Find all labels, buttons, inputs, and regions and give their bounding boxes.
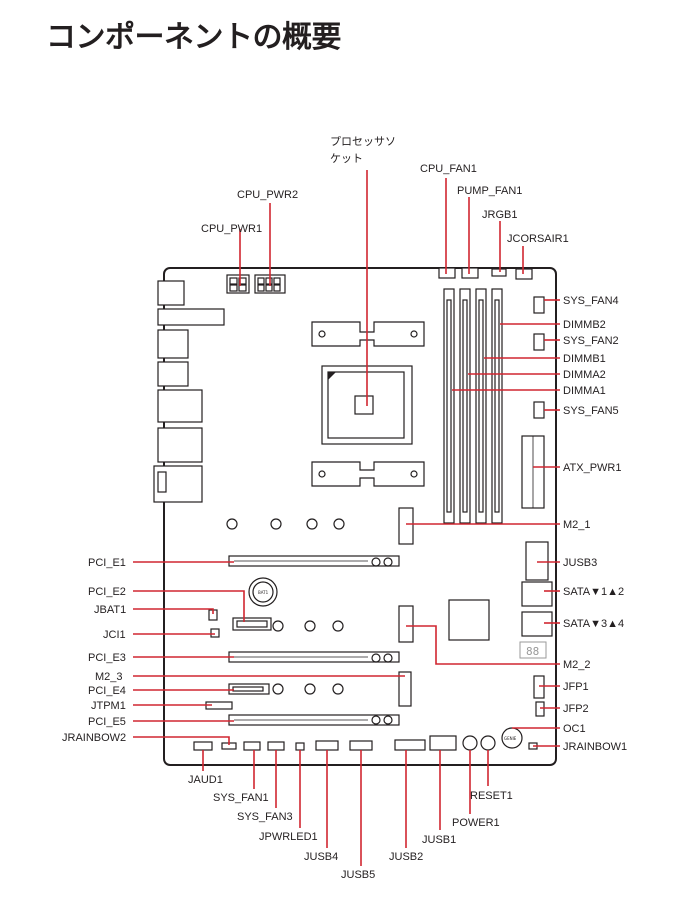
oc-genie-knob: GENIE [501,727,523,749]
cpu-retention-bottom [311,461,425,487]
jpwrled1-header [295,742,305,751]
label-dimma1: DIMMA1 [563,385,606,397]
label-sata12: SATA▼1▲2 [563,586,624,598]
dimm-slots [443,288,503,524]
label-power1: POWER1 [452,817,500,829]
label-oc1: OC1 [563,723,586,735]
label-jcorsair1: JCORSAIR1 [507,233,569,245]
m2-1-slot [398,507,414,545]
label-jci1: JCI1 [103,629,126,641]
battery: BAT1 [248,577,278,607]
label-m2-2: M2_2 [563,659,591,671]
jusb2-connector [394,739,426,751]
sys-fan3-header [267,741,285,751]
label-dimma2: DIMMA2 [563,369,606,381]
jusb1-connector [429,735,457,751]
label-jusb5: JUSB5 [341,869,375,881]
label-jfp2: JFP2 [563,703,589,715]
jfp2-header [535,701,545,717]
battery-label: BAT1 [258,590,269,595]
cpu-pwr1-connector [226,274,250,294]
atx-pwr1-connector [521,435,545,509]
label-jusb4: JUSB4 [304,851,338,863]
label-sys-fan4: SYS_FAN4 [563,295,619,307]
label-jrgb1: JRGB1 [482,209,517,221]
label-sata34: SATA▼3▲4 [563,618,624,630]
label-cpu-fan1: CPU_FAN1 [420,163,477,175]
label-jaud1: JAUD1 [188,774,223,786]
sys-fan4-header [533,296,545,314]
debug-led-digits: 88 [526,645,539,658]
label-m2-1: M2_1 [563,519,591,531]
label-pci-e1: PCI_E1 [88,557,126,569]
jusb5-header [349,740,373,751]
pci-e4-slot [228,683,270,695]
pci-e2-slot [232,617,272,631]
jrgb1-header [491,268,507,277]
jusb3-connector [525,541,549,581]
rear-io-panel [153,280,225,503]
label-dimmb1: DIMMB1 [563,353,606,365]
label-atx-pwr1: ATX_PWR1 [563,462,621,474]
label-m2-3: M2_3 [95,671,123,683]
label-sys-fan3: SYS_FAN3 [237,811,293,823]
reset1-button [480,735,496,751]
label-jbat1: JBAT1 [94,604,126,616]
label-sys-fan2: SYS_FAN2 [563,335,619,347]
label-pci-e2: PCI_E2 [88,586,126,598]
m2-3-slot [398,671,412,707]
standoff-holes [226,518,345,695]
label-sys-fan5: SYS_FAN5 [563,405,619,417]
component-labels: プロセッサソ ケット CPU_PWR2 CPU_PWR1 CPU_FAN1 PU… [62,135,627,881]
label-jrainbow2: JRAINBOW2 [62,732,126,744]
jaud1-header [193,741,213,751]
cpu-fan1-header [438,267,456,279]
jfp1-header [533,675,545,699]
m2-2-slot [398,605,414,643]
sys-fan1-header [243,741,261,751]
oc-genie-label: GENIE [504,736,517,741]
motherboard-outline [163,267,557,766]
sata34-connector [521,611,553,637]
sys-fan2-header [533,333,545,351]
jcorsair1-header [515,268,533,280]
label-processor-socket-1: プロセッサソ [330,135,396,148]
sys-fan5-header [533,401,545,419]
label-pci-e4: PCI_E4 [88,685,126,697]
label-cpu-pwr2: CPU_PWR2 [237,189,298,201]
label-processor-socket-2: ケット [330,152,363,165]
page-title: コンポーネントの概要 [46,20,342,55]
label-pump-fan1: PUMP_FAN1 [457,185,522,197]
label-pci-e5: PCI_E5 [88,716,126,728]
label-dimmb2: DIMMB2 [563,319,606,331]
pci-e3-slot [228,651,400,663]
jci1-header [210,628,220,638]
label-jtpm1: JTPM1 [91,700,126,712]
label-jusb1: JUSB1 [422,834,456,846]
label-jusb2: JUSB2 [389,851,423,863]
pump-fan1-header [461,267,479,279]
debug-led-display: 88 [519,641,547,659]
label-reset1: RESET1 [470,790,513,802]
label-jrainbow1: JRAINBOW1 [563,741,627,753]
label-jusb3: JUSB3 [563,557,597,569]
pci-e1-slot [228,555,400,567]
label-jpwrled1: JPWRLED1 [259,831,318,843]
label-cpu-pwr1: CPU_PWR1 [201,223,262,235]
label-jfp1: JFP1 [563,681,589,693]
leader-lines [133,170,560,866]
pci-e5-slot [228,714,400,726]
label-sys-fan1: SYS_FAN1 [213,792,269,804]
power1-button [462,735,478,751]
label-pci-e3: PCI_E3 [88,652,126,664]
chipset [448,599,490,641]
jusb4-header [315,740,339,751]
sata12-connector [521,581,553,607]
cpu-retention-top [311,321,425,347]
